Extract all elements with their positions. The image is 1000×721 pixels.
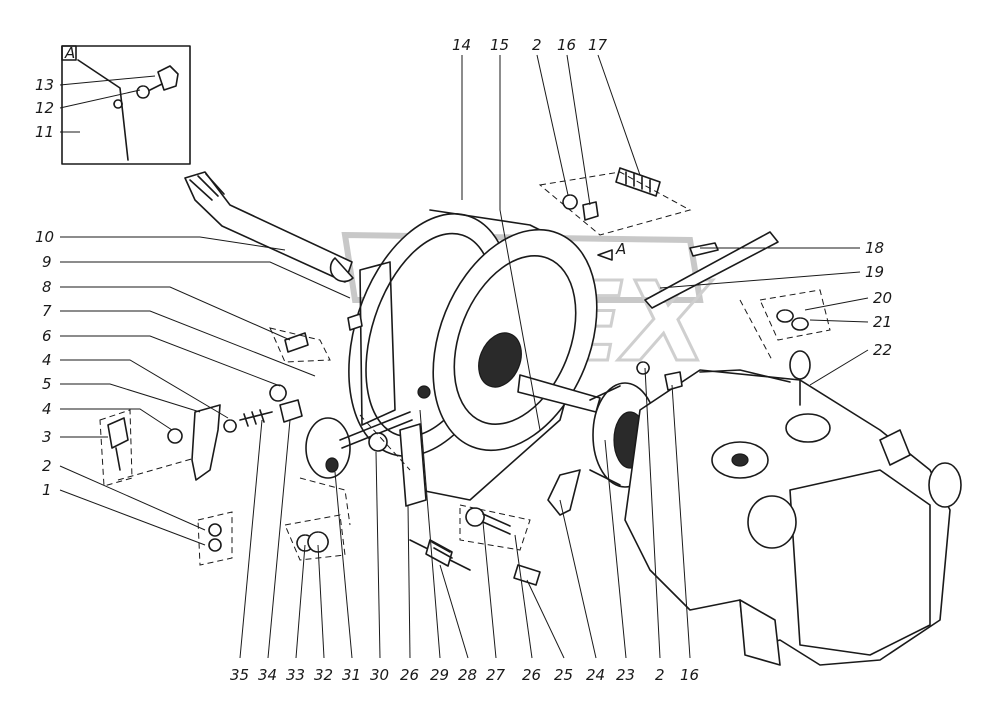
callout-14: 14 [452,36,471,54]
callout-32: 32 [314,666,333,684]
callouts-left: 10 9 8 7 6 4 5 4 3 2 1 [35,228,54,499]
callout-19: 19 [865,263,884,281]
callout-4a: 4 [42,351,52,369]
shaft-part-10 [184,171,354,283]
callout-35: 35 [230,666,249,684]
callout-18: 18 [865,239,884,257]
callout-28: 28 [458,666,477,684]
callout-15: 15 [490,36,509,54]
callout-17: 17 [588,36,608,54]
callout-29: 29 [430,666,449,684]
callout-26b: 26 [522,666,541,684]
callouts-inset: 13 12 11 [35,76,54,141]
callout-30: 30 [370,666,389,684]
callout-16-bottom: 16 [680,666,699,684]
callout-16-top: 16 [557,36,576,54]
callout-1: 1 [42,481,52,499]
callout-2-bottom: 2 [655,666,665,684]
callout-20: 20 [873,289,892,307]
callout-2-top: 2 [532,36,542,54]
callout-2-left: 2 [42,457,52,475]
callout-26a: 26 [400,666,419,684]
callout-3: 3 [42,428,52,446]
callout-27: 27 [486,666,506,684]
callout-34: 34 [258,666,277,684]
callouts-top: 14 15 2 16 17 [452,36,608,54]
callout-21: 21 [873,313,892,331]
dashed-frames [99,171,831,566]
callout-8: 8 [42,278,52,296]
callout-5: 5 [42,375,52,393]
callout-22: 22 [873,341,892,359]
callout-9: 9 [42,253,52,271]
callout-25: 25 [554,666,573,684]
leader-lines [59,54,869,659]
small-parts: А [107,167,809,586]
callout-7: 7 [42,302,52,320]
callout-4b: 4 [42,400,52,418]
callout-11: 11 [35,123,54,141]
view-marker: А [615,240,626,258]
callout-23: 23 [616,666,635,684]
gearbox-housing [624,350,962,666]
callout-31: 31 [342,666,361,684]
inset-label: А [64,44,75,62]
callout-33: 33 [286,666,305,684]
callout-13: 13 [35,76,54,94]
callout-6: 6 [42,327,52,345]
inset-view-a: А [61,44,191,165]
callouts-bottom: 35 34 33 32 31 30 26 29 28 27 26 25 24 2… [230,666,699,684]
callout-10: 10 [35,228,54,246]
callouts-right: 18 19 20 21 22 [865,239,892,359]
callout-24: 24 [586,666,605,684]
callout-12: 12 [35,99,54,117]
